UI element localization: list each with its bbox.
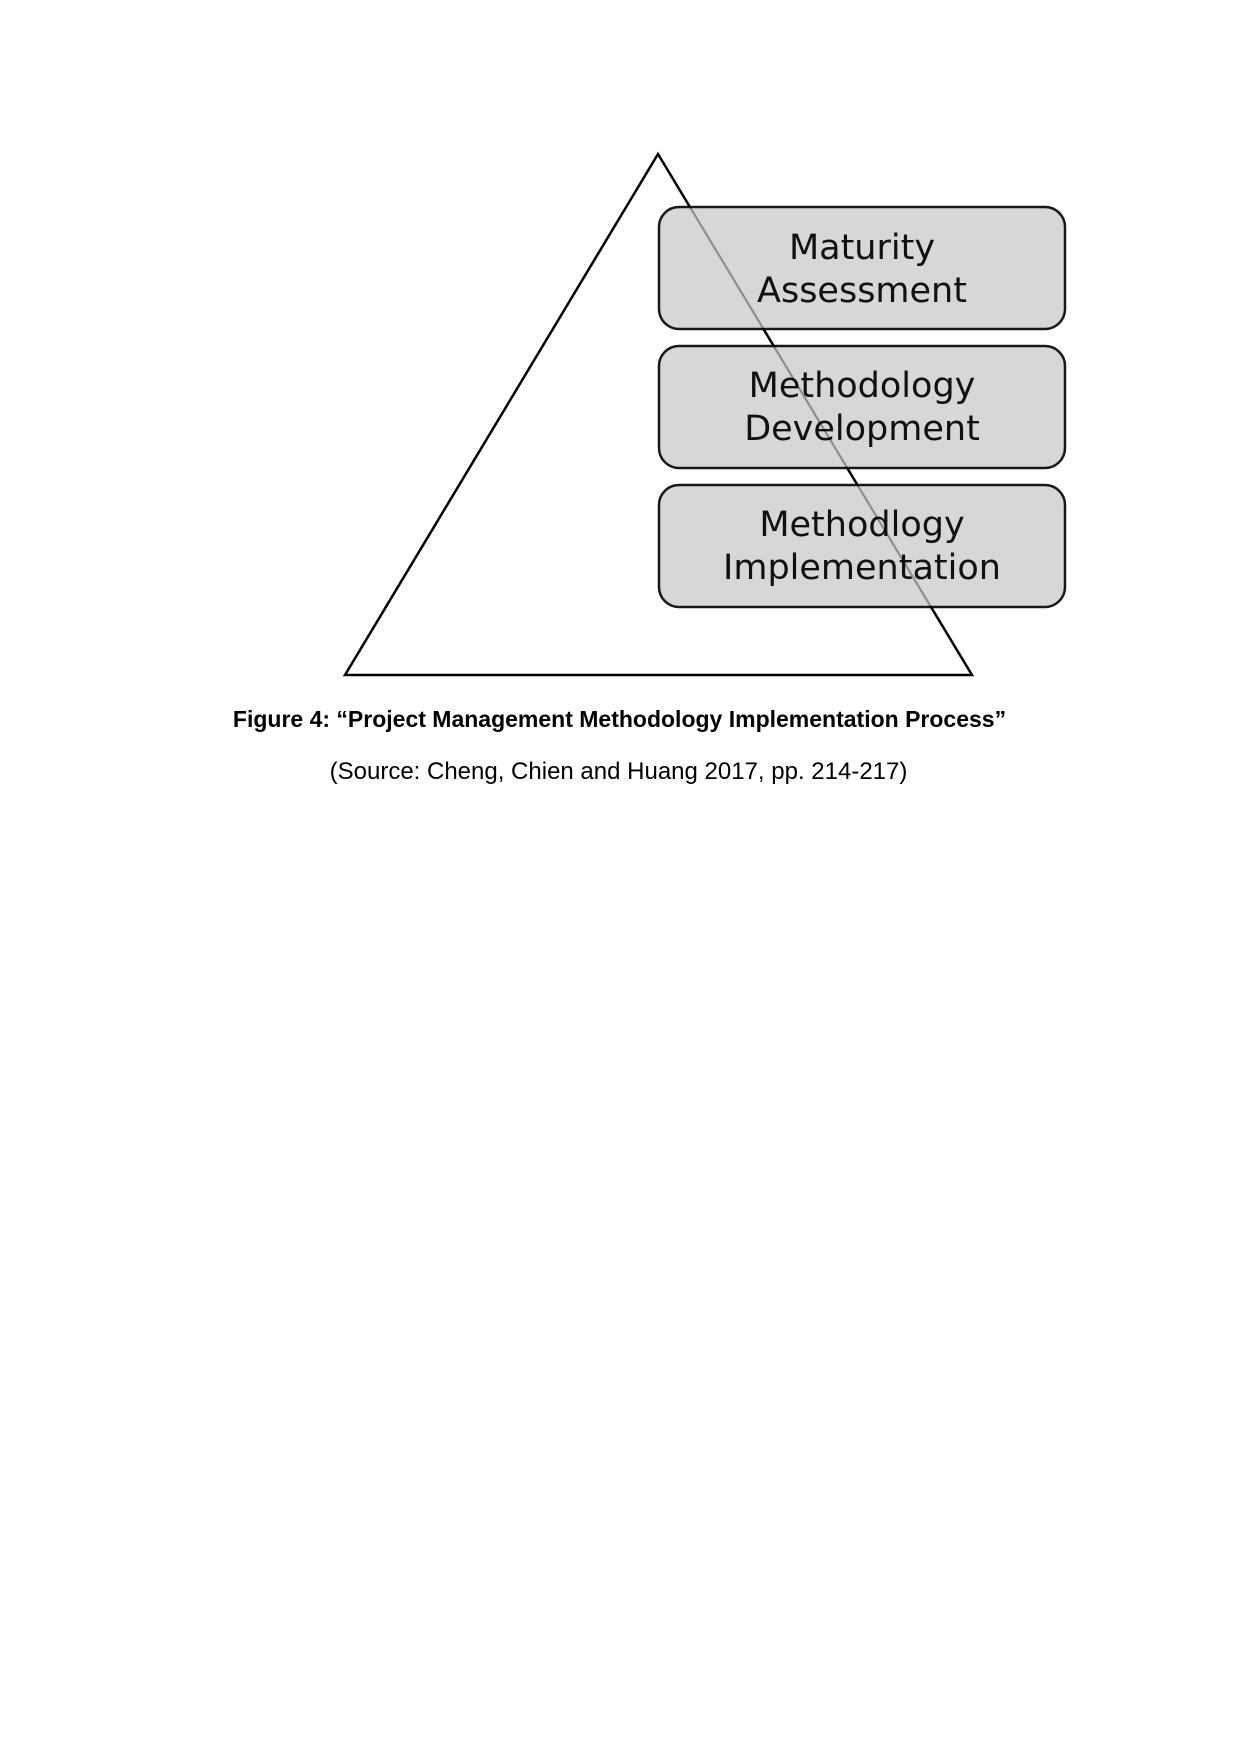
level-box-maturity-assessment: Maturity Assessment: [657, 205, 1067, 331]
pyramid-diagram: Maturity Assessment Methodology Developm…: [342, 151, 1067, 677]
figure-source: (Source: Cheng, Chien and Huang 2017, pp…: [329, 758, 908, 785]
level-box-methodology-development: Methodology Development: [657, 344, 1067, 470]
level-1-line-2: Assessment: [757, 271, 967, 311]
level-2-line-2: Development: [744, 409, 980, 449]
pyramid-edge-overlay: [657, 153, 973, 676]
level-3-line-2: Implementation: [723, 548, 1001, 588]
figure-caption: Figure 4: “Project Management Methodolog…: [232, 706, 1007, 732]
level-box-methodology-implementation: Methodlogy Implementation: [657, 483, 1067, 609]
level-3-line-1: Methodlogy: [759, 505, 964, 545]
level-1-line-1: Maturity: [789, 228, 935, 268]
level-2-line-1: Methodology: [749, 366, 976, 406]
